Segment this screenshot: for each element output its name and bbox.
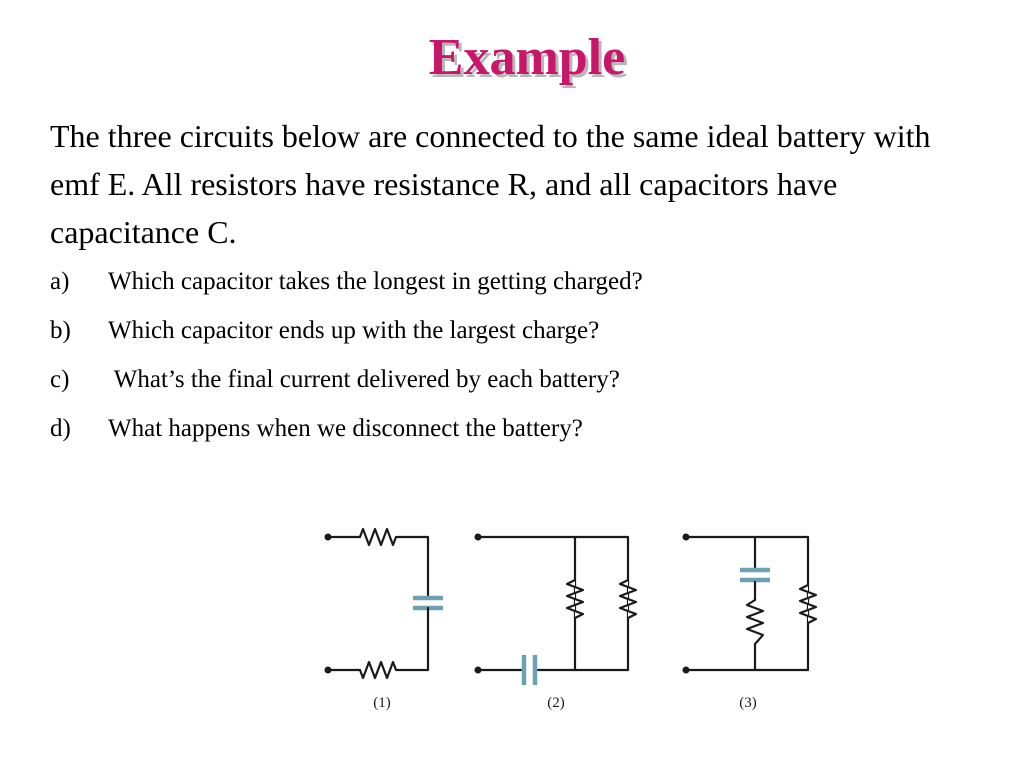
circuit-2: (2): [474, 533, 638, 711]
question-marker: c): [50, 366, 70, 393]
question-item: b) Which capacitor ends up with the large…: [50, 307, 950, 356]
circuit-label: (1): [373, 695, 391, 711]
question-marker: b): [50, 317, 71, 344]
circuit-3: (3): [682, 533, 818, 711]
question-item: d) What happens when we disconnect the ba…: [50, 405, 950, 454]
resistor-right: [798, 583, 818, 625]
circuit-label: (2): [547, 695, 565, 711]
slide-title: Example: [428, 29, 626, 86]
question-marker: d): [50, 415, 71, 442]
question-list: a) Which capacitor takes the longest in g…: [50, 258, 950, 454]
question-text: Which capacitor ends up with the largest…: [108, 317, 600, 344]
circuit-1: (1): [324, 527, 443, 711]
resistor-bottom: [326, 606, 430, 680]
circuit-label: (3): [739, 695, 757, 711]
circuit-wire: [684, 535, 810, 672]
problem-statement: The three circuits below are connected t…: [50, 118, 931, 250]
question-text: Which capacitor takes the longest in get…: [108, 268, 643, 295]
question-item: a) Which capacitor takes the longest in g…: [50, 258, 950, 307]
question-text: What happens when we disconnect the batt…: [108, 415, 583, 442]
resistor-top: [326, 527, 430, 600]
question-marker: a): [50, 268, 70, 295]
resistor-right: [618, 578, 638, 620]
question-item: c) What’s the final current delivered by…: [50, 356, 950, 405]
circuit-wire: [476, 535, 630, 672]
question-text: What’s the final current delivered by ea…: [108, 366, 620, 393]
resistor-left: [745, 598, 765, 646]
resistor-left: [565, 578, 585, 620]
